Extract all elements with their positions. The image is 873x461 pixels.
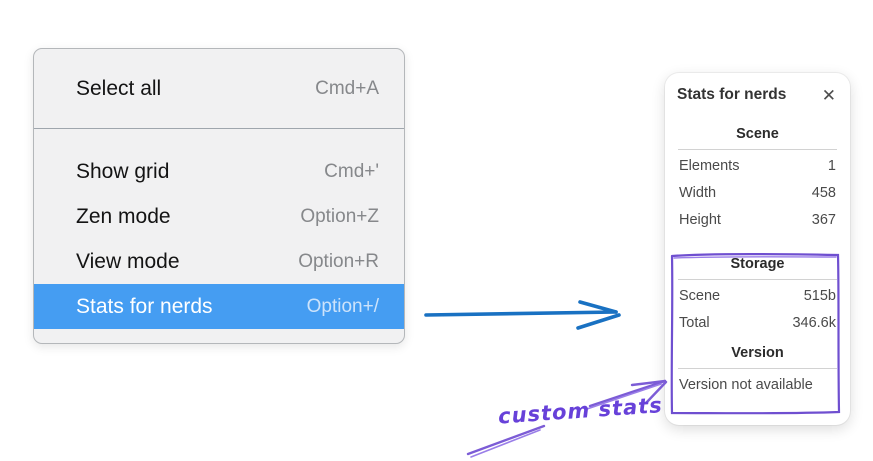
stat-label: Width xyxy=(679,185,717,201)
stats-panel: Stats for nerds ✕ Scene Elements 1 Width… xyxy=(665,73,850,425)
section-rule xyxy=(678,279,837,280)
section-rule xyxy=(678,149,837,150)
stat-row-total-size: Total 346.6k xyxy=(677,310,838,337)
menu-item-show-grid[interactable]: Show grid Cmd+' xyxy=(34,149,404,194)
menu-item-shortcut: Option+Z xyxy=(300,205,379,227)
menu-divider xyxy=(34,128,404,129)
menu-item-shortcut: Cmd+A xyxy=(315,77,379,99)
close-icon[interactable]: ✕ xyxy=(821,85,836,105)
menu-item-zen-mode[interactable]: Zen mode Option+Z xyxy=(34,194,404,239)
version-note: Version not available xyxy=(679,377,813,393)
stat-value: 515b xyxy=(803,288,836,304)
menu-item-label: Show grid xyxy=(76,159,170,183)
menu-section-bottom: Show grid Cmd+' Zen mode Option+Z View m… xyxy=(34,129,404,343)
context-menu: Select all Cmd+A Show grid Cmd+' Zen mod… xyxy=(33,48,405,344)
section-rule xyxy=(678,368,837,369)
stat-value: 1 xyxy=(827,158,836,174)
custom-stats-label: custom stats xyxy=(497,393,664,429)
stat-label: Elements xyxy=(679,158,740,174)
blue-arrow-annotation xyxy=(424,300,621,330)
menu-item-select-all[interactable]: Select all Cmd+A xyxy=(34,49,404,128)
stats-panel-title: Stats for nerds xyxy=(677,86,787,103)
stat-label: Height xyxy=(679,212,721,228)
stat-row-height: Height 367 xyxy=(677,207,838,234)
stat-row-elements: Elements 1 xyxy=(677,153,838,180)
stats-panel-header: Stats for nerds ✕ xyxy=(677,86,838,104)
menu-item-view-mode[interactable]: View mode Option+R xyxy=(34,239,404,284)
stat-value: 367 xyxy=(811,212,836,228)
stat-value: 346.6k xyxy=(792,315,836,331)
menu-section-top: Select all Cmd+A xyxy=(34,49,404,128)
menu-item-label: Stats for nerds xyxy=(76,294,213,318)
stat-label: Scene xyxy=(679,288,721,304)
menu-item-shortcut: Option+R xyxy=(298,250,379,272)
stat-row-scene-size: Scene 515b xyxy=(677,283,838,310)
stat-label: Total xyxy=(679,315,710,331)
menu-item-label: Select all xyxy=(76,76,162,100)
stat-value: 458 xyxy=(811,185,836,201)
menu-item-label: Zen mode xyxy=(76,204,171,228)
menu-item-label: View mode xyxy=(76,249,180,273)
menu-item-shortcut: Option+/ xyxy=(306,295,379,317)
section-header-version: Version xyxy=(731,345,784,361)
menu-item-stats-for-nerds[interactable]: Stats for nerds Option+/ xyxy=(34,284,404,329)
menu-item-shortcut: Cmd+' xyxy=(324,160,379,182)
section-header-scene: Scene xyxy=(736,126,779,142)
section-header-storage: Storage xyxy=(730,256,785,272)
stat-row-width: Width 458 xyxy=(677,180,838,207)
